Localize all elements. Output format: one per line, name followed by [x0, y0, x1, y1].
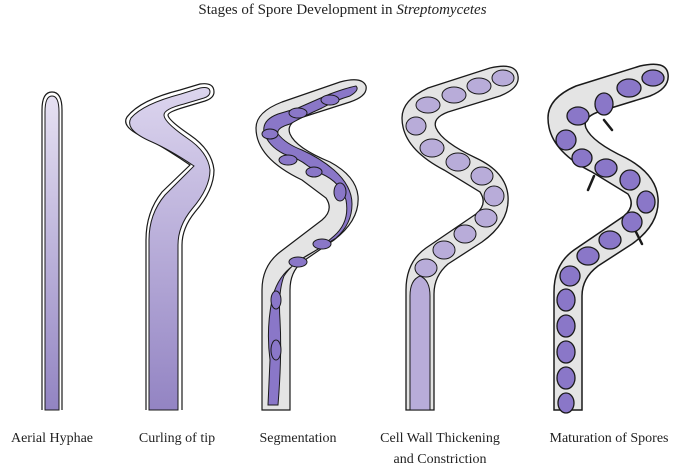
spore — [432, 240, 456, 260]
stage-segmentation-drawing — [255, 79, 367, 411]
thickening-lower-cytoplasm — [409, 275, 431, 411]
title-prefix: Stages of Spore Development in — [198, 2, 397, 18]
stage-label-aerial-hyphae: Aerial Hyphae — [10, 431, 94, 446]
spore — [483, 185, 505, 207]
stage-maturation-drawing — [547, 63, 669, 414]
stage-aerial-hyphae-drawing — [41, 91, 63, 411]
spore — [415, 96, 441, 114]
segment-blob — [305, 166, 323, 178]
segment-blob — [288, 256, 308, 268]
spore — [556, 366, 576, 390]
spore — [445, 152, 471, 172]
spore-spine — [602, 118, 614, 132]
segment-blob — [333, 182, 347, 202]
spore — [571, 148, 593, 168]
spore — [559, 265, 581, 287]
stage-label-wall-thickening: Cell Wall Thickening and Constriction — [368, 428, 512, 470]
aerial-hypha-wall — [41, 91, 63, 410]
spore — [556, 340, 576, 364]
spore — [636, 190, 656, 214]
spore — [453, 224, 477, 244]
segment-blob — [261, 128, 279, 140]
spore — [576, 246, 600, 266]
spore — [616, 78, 642, 98]
stage-wall-thickening-drawing — [401, 65, 519, 411]
title-genus: Streptomycetes — [396, 2, 487, 18]
spore-spine — [586, 174, 596, 192]
spore — [594, 158, 618, 178]
segment-blob — [270, 290, 282, 310]
segment-blob — [320, 94, 340, 106]
spore — [414, 258, 438, 278]
segment-blob — [312, 238, 332, 250]
segment-blob — [270, 339, 282, 361]
spore — [491, 69, 515, 87]
segment-blob — [288, 107, 308, 119]
maturation-spores — [555, 69, 665, 414]
spore — [619, 169, 641, 191]
thickening-spores — [405, 69, 515, 278]
curling-hypha-cytoplasm — [129, 87, 211, 411]
spore — [474, 208, 498, 228]
segmentation-septa — [261, 94, 347, 361]
stage-label-wall-thickening-line1: Cell Wall Thickening — [380, 431, 500, 446]
diagram-title: Stages of Spore Development in Streptomy… — [0, 2, 685, 19]
spore — [419, 138, 445, 158]
spore — [556, 288, 576, 312]
spore — [594, 92, 614, 116]
spore-spine — [634, 230, 644, 246]
spore — [641, 69, 665, 87]
spore — [441, 86, 467, 104]
stage-label-segmentation: Segmentation — [259, 431, 337, 446]
spore — [598, 230, 622, 250]
spore — [470, 166, 494, 186]
aerial-hypha-cytoplasm — [44, 95, 60, 411]
stage-label-curling-of-tip: Curling of tip — [138, 431, 216, 446]
spore — [557, 392, 575, 414]
spore — [405, 116, 427, 136]
spore — [556, 314, 576, 338]
stage-label-wall-thickening-line2: and Constriction — [393, 452, 487, 467]
spore — [466, 77, 492, 95]
spore — [555, 129, 577, 151]
spore — [566, 106, 590, 126]
stage-curling-drawing — [125, 83, 215, 411]
stage-label-maturation: Maturation of Spores — [549, 431, 669, 446]
segment-blob — [278, 154, 298, 166]
maturation-spines — [586, 118, 644, 246]
spore — [621, 211, 643, 233]
